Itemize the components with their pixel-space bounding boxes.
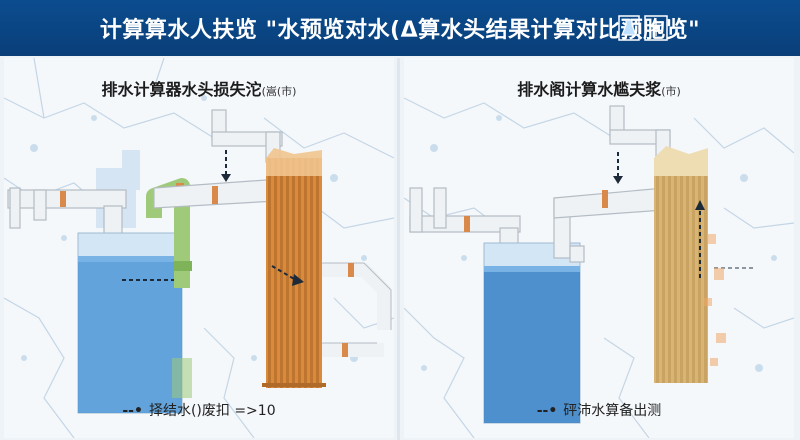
pipe-joint <box>60 191 66 207</box>
panel-divider <box>397 58 400 440</box>
orange-tower <box>262 148 326 388</box>
left-panel: 排水计算器水头损失沱(嵩(市) --• 择结水()废扣 =>10 <box>4 58 394 438</box>
pipe-joint-top <box>212 186 218 204</box>
blue-tank <box>77 232 183 414</box>
pipe-joint <box>464 216 470 232</box>
header-icons <box>618 14 668 42</box>
left-caption: --• 择结水()废扣 =>10 <box>4 400 394 420</box>
left-title-text: 排水计算器水头损失沱 <box>101 80 262 99</box>
right-title-sub: (市) <box>661 85 681 98</box>
scatter-particles <box>704 234 726 366</box>
right-panel: 排水阁计算水尴夫浆(市) --• 砰沛水算备出测 <box>404 58 794 438</box>
tan-tower <box>654 146 708 383</box>
left-title-sub: (嵩(市) <box>261 85 297 98</box>
dot-pattern <box>21 95 367 362</box>
connector-pipe <box>553 187 665 263</box>
crack-pattern <box>4 58 394 438</box>
dashed-arrow-icon: --• <box>536 403 558 419</box>
right-panel-title: 排水阁计算水尴夫浆(市) <box>404 76 794 100</box>
pipe-joint-mid <box>602 190 608 208</box>
green-valve <box>174 261 192 271</box>
snowflake-icon <box>644 14 668 42</box>
right-title-text: 排水阁计算水尴夫浆 <box>517 80 662 99</box>
left-caption-text: 择结水()废扣 =>10 <box>148 403 276 419</box>
blue-tank <box>483 242 581 424</box>
inlet-pipes <box>7 187 127 257</box>
header-banner: 计算算水人扶览 "水预览对水(Δ算水头结果计算对比预胞览" <box>0 0 800 56</box>
right-diagram <box>404 97 794 438</box>
flask-icon <box>618 14 640 42</box>
dashed-arrow-icon: --• <box>122 403 143 419</box>
right-caption: --• 砰沛水算备出测 <box>404 400 794 420</box>
page-title: 计算算水人扶览 "水预览对水(Δ算水头结果计算对比预胞览" <box>99 18 701 43</box>
loop-pipe <box>322 263 391 357</box>
right-caption-text: 砰沛水算备出测 <box>563 403 662 419</box>
left-diagram <box>4 58 394 438</box>
left-panel-title: 排水计算器水头损失沱(嵩(市) <box>4 76 394 100</box>
pipe-joint-loop <box>348 263 354 277</box>
